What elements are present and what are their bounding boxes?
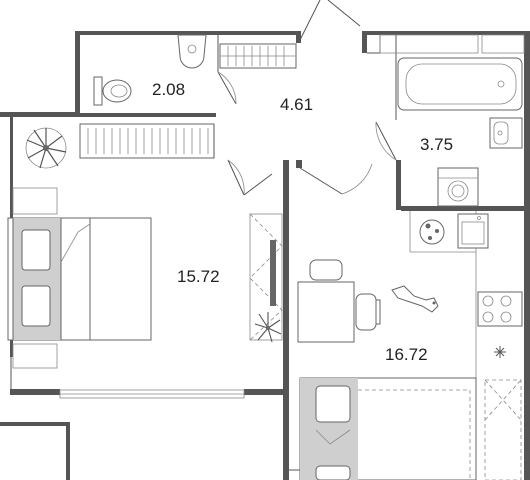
room-labels: 2.08 4.61 3.75 15.72 16.72 bbox=[152, 80, 453, 364]
room-area-bedroom: 15.72 bbox=[177, 267, 220, 286]
wall-stub bbox=[296, 160, 302, 168]
wall-top-wc bbox=[75, 31, 301, 35]
wall-top-right-post bbox=[296, 31, 301, 43]
wall-left-wc bbox=[75, 31, 80, 115]
toilet-icon bbox=[93, 76, 132, 106]
kitchen-sink-icon bbox=[457, 213, 489, 249]
nightstand bbox=[12, 187, 58, 369]
wall-wc-bedroom bbox=[80, 113, 216, 117]
room-area-kitchen-living: 16.72 bbox=[385, 345, 428, 364]
wall-bedroom-bottom-left bbox=[10, 389, 60, 395]
kitchen-plant-icon bbox=[419, 219, 445, 245]
wall-right-outer bbox=[524, 35, 530, 480]
wall-bath-bottom bbox=[401, 206, 530, 211]
wardrobe-icon bbox=[219, 43, 297, 69]
dog-icon bbox=[391, 285, 439, 313]
bedroom-wardrobe bbox=[79, 123, 215, 159]
wall-right-post bbox=[362, 31, 367, 53]
double-bed-icon bbox=[7, 217, 152, 341]
wall-lower-left-v bbox=[66, 422, 70, 480]
doors bbox=[217, 0, 397, 196]
dining-table-icon bbox=[297, 259, 381, 343]
sofa-icon bbox=[299, 377, 477, 480]
wall-top-bedroom-left bbox=[0, 112, 80, 117]
asterisk-icon bbox=[494, 346, 506, 358]
stove-icon bbox=[477, 291, 523, 327]
wall-bath-left bbox=[396, 160, 401, 210]
room-area-bathroom: 2.08 bbox=[152, 80, 185, 99]
sink-icon-bath bbox=[489, 117, 523, 149]
washing-machine-icon bbox=[437, 167, 479, 207]
wall-top-right bbox=[362, 31, 530, 35]
tv-unit bbox=[249, 213, 283, 341]
bathtub-icon bbox=[397, 57, 523, 111]
wall-bedroom-bottom-right bbox=[244, 389, 284, 395]
plant-icon-small bbox=[254, 312, 282, 343]
room-area-bath-laundry: 3.75 bbox=[420, 135, 453, 154]
sink-icon bbox=[177, 34, 207, 69]
plant-icon bbox=[25, 127, 67, 169]
room-area-hallway: 4.61 bbox=[280, 95, 313, 114]
wall-lower-left bbox=[0, 422, 70, 426]
wall-bedroom-kitchen bbox=[283, 160, 289, 480]
